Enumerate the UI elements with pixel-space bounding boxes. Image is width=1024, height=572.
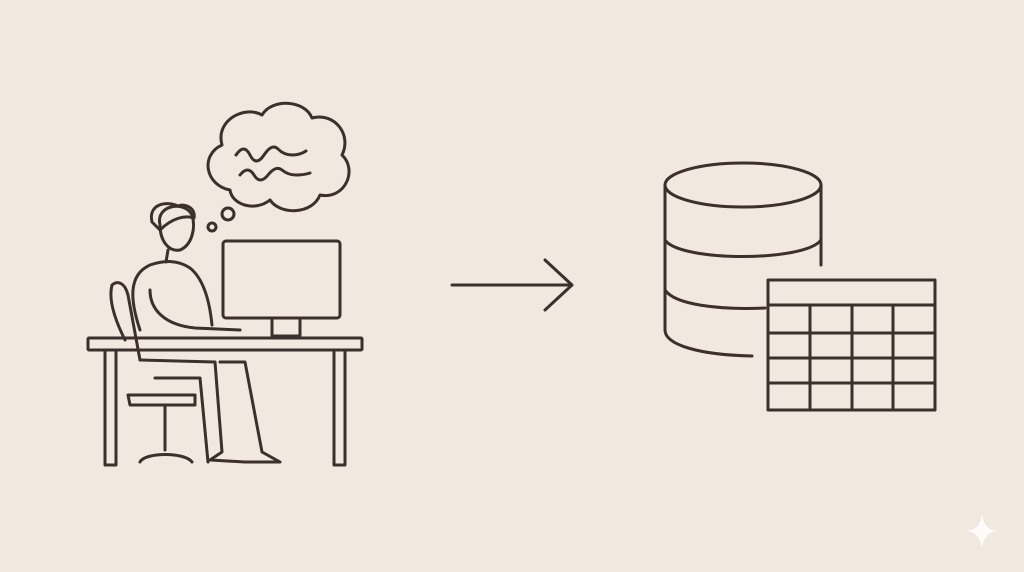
database-icon	[663, 161, 823, 358]
arrow-right-icon	[450, 258, 574, 312]
sparkle-icon	[966, 514, 998, 548]
thought-cloud-icon	[206, 101, 351, 233]
person-at-desk-icon	[86, 202, 364, 467]
table-icon	[766, 278, 937, 412]
